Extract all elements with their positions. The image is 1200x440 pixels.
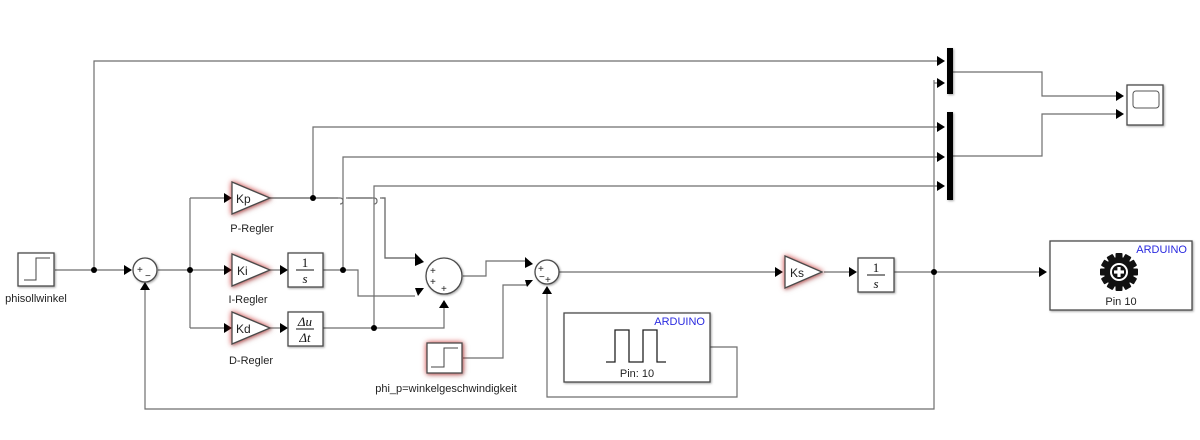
derivative-block[interactable]: Δu Δt xyxy=(287,311,324,347)
gain-kp-label: P-Regler xyxy=(230,223,274,235)
gain-block-ki[interactable]: Ki I-Regler xyxy=(228,253,272,306)
integrator-block-i[interactable]: 1 s xyxy=(287,252,324,288)
sum-error-sign-minus: − xyxy=(145,271,151,282)
derivative-denominator: Δt xyxy=(298,330,311,345)
arduino-output-block[interactable]: ARDUINO Pin 10 xyxy=(1049,240,1193,311)
gain-kd-label: D-Regler xyxy=(229,355,273,367)
wire-mux-top-to-scope[interactable] xyxy=(953,71,1118,97)
gain-ki-label: I-Regler xyxy=(228,294,267,306)
pulse-icon xyxy=(606,329,666,363)
arrowheads xyxy=(124,56,1124,333)
step-block-velocity[interactable]: phi_p=winkelgeschwindigkeit xyxy=(375,342,517,395)
wire-arduino-feedback[interactable] xyxy=(546,292,738,398)
scope-block[interactable] xyxy=(1126,84,1164,126)
integrator-i-denominator: s xyxy=(302,271,307,286)
wire-feedback[interactable] xyxy=(144,80,935,410)
integrator-plant-numerator: 1 xyxy=(873,260,880,275)
arduino-input-block[interactable]: ARDUINO Pin: 10 xyxy=(563,312,711,383)
gain-block-ks[interactable]: Ks xyxy=(784,255,824,289)
sum-block-pid[interactable]: + + + xyxy=(425,257,463,295)
wire-mux-bottom-to-scope[interactable] xyxy=(953,113,1118,157)
step-setpoint-label: phisollwinkel xyxy=(5,293,67,305)
gain-kp-value: Kp xyxy=(236,192,251,206)
sum-plant-sign-2: − xyxy=(539,272,545,283)
arduino-input-pin: Pin: 10 xyxy=(620,368,654,380)
sum-error-sign-plus: + xyxy=(137,265,143,276)
signal-lines xyxy=(55,60,1118,410)
gain-block-kp[interactable]: Kp P-Regler xyxy=(230,181,274,235)
integrator-plant-denominator: s xyxy=(873,276,878,291)
derivative-numerator: Δu xyxy=(297,314,313,329)
junction-dots xyxy=(91,195,937,331)
integrator-block-plant[interactable]: 1 s xyxy=(857,257,895,293)
wire-velocity-in[interactable] xyxy=(463,284,528,359)
sum-pid-sign-1: + xyxy=(430,266,436,277)
mux-block-bottom[interactable] xyxy=(947,112,953,200)
integrator-i-numerator: 1 xyxy=(302,255,309,270)
sum-block-plant[interactable]: + − + xyxy=(534,259,560,286)
step-block-setpoint[interactable]: phisollwinkel xyxy=(5,252,67,305)
gain-block-kd[interactable]: Kd D-Regler xyxy=(229,311,273,367)
gain-ki-value: Ki xyxy=(237,264,248,278)
sum-plant-sign-3: + xyxy=(545,275,551,286)
sum-plant-sign-1: + xyxy=(538,264,544,275)
sum-pid-sign-3: + xyxy=(441,284,447,295)
wire-d-out[interactable] xyxy=(323,308,445,329)
arduino-output-brand: ARDUINO xyxy=(1136,244,1187,256)
gear-icon xyxy=(1100,253,1138,291)
gain-ks-value: Ks xyxy=(790,266,804,280)
wire-setpoint-to-mux[interactable] xyxy=(93,60,940,270)
step-velocity-label: phi_p=winkelgeschwindigkeit xyxy=(375,383,517,395)
mux-block-top[interactable] xyxy=(947,48,953,94)
sum-block-error[interactable]: + − xyxy=(132,257,158,283)
arduino-output-pin: Pin 10 xyxy=(1105,296,1136,308)
sum-pid-sign-2: + xyxy=(430,277,436,288)
gain-kd-value: Kd xyxy=(236,322,251,336)
wire-pid-out[interactable] xyxy=(463,260,528,277)
arduino-input-brand: ARDUINO xyxy=(654,316,705,328)
wire-i-out[interactable] xyxy=(323,269,415,297)
scope-screen-icon xyxy=(1132,90,1160,109)
